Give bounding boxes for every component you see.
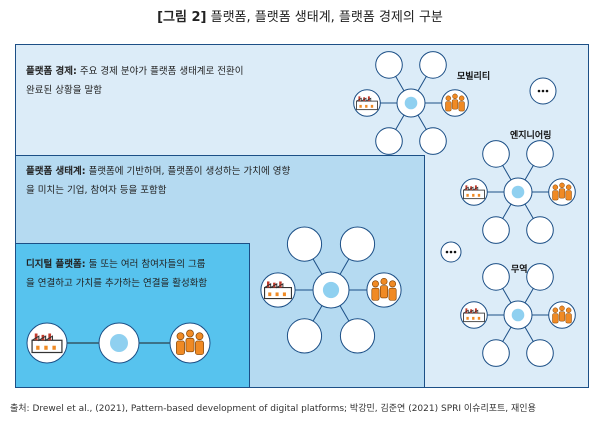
hub-core — [322, 281, 340, 299]
factory-icon — [31, 333, 63, 354]
platform-ecosystem-description: 플랫폼 생태계: 플랫폼에 기반하며, 플랫폼이 생성하는 가치에 영향 을 미… — [26, 162, 290, 200]
factory-icon — [264, 281, 292, 300]
spoke-node — [286, 226, 323, 262]
people-group-icon — [371, 277, 397, 301]
spoke-node — [286, 318, 323, 354]
digital-platform-text-2: 을 연결하고 가치를 추가하는 연결을 활성화함 — [26, 278, 208, 289]
platform-economy-text: 주요 경제 분야가 플랫폼 생태계로 전환이 — [79, 66, 244, 77]
spoke-node — [375, 51, 403, 79]
ellipsis-dot — [445, 250, 449, 254]
digital-platform-label: 디지털 플랫폼: — [26, 259, 86, 270]
spoke-node — [482, 339, 510, 367]
hub-core — [511, 308, 525, 322]
spoke-node — [339, 226, 376, 262]
spoke-node — [526, 263, 554, 291]
hub-core — [511, 185, 525, 199]
ellipsis-dot — [449, 250, 453, 254]
platform-economy-text-2: 완료된 상황을 말함 — [26, 85, 102, 96]
spoke-node — [419, 51, 447, 79]
platform-ecosystem-text-2: 을 미치는 기업, 참여자 등을 포함함 — [26, 185, 167, 196]
ellipsis-dot — [541, 89, 545, 93]
spoke-node — [375, 127, 403, 155]
factory-icon — [463, 308, 485, 323]
digital-platform-box — [15, 243, 250, 388]
platform-ecosystem-label: 플랫폼 생태계: — [26, 166, 86, 177]
hub-core — [404, 96, 418, 110]
spoke-node — [482, 216, 510, 244]
people-group-icon — [552, 305, 572, 324]
ellipsis-dot — [537, 89, 541, 93]
figure-title: [그림 2] 플랫폼, 플랫폼 생태계, 플랫폼 경제의 구분 — [0, 6, 600, 25]
digital-platform-description: 디지털 플랫폼: 둘 또는 여러 참여자들의 그룹 을 연결하고 가치를 추가하… — [26, 255, 207, 293]
ellipsis-dot — [545, 89, 549, 93]
people-group-icon — [176, 329, 204, 355]
spoke-node — [526, 140, 554, 168]
cluster-label-engineering: 엔지니어링 — [510, 129, 551, 141]
factory-icon — [356, 96, 378, 111]
source-note: 출처: Drewel et al., (2021), Pattern-based… — [10, 404, 536, 414]
people-group-icon — [552, 182, 572, 201]
spoke-node — [419, 127, 447, 155]
spoke-node — [526, 339, 554, 367]
spoke-node — [339, 318, 376, 354]
ellipsis-dot — [453, 250, 457, 254]
platform-economy-description: 플랫폼 경제: 주요 경제 분야가 플랫폼 생태계로 전환이 완료된 상황을 말… — [26, 62, 244, 100]
digital-platform-text: 둘 또는 여러 참여자들의 그룹 — [88, 259, 206, 270]
cluster-label-mobility: 모빌리티 — [457, 70, 490, 82]
cluster-label-trade: 무역 — [511, 263, 528, 275]
figure-number: [그림 2] — [157, 10, 207, 25]
people-group-icon — [445, 93, 465, 112]
figure-title-text: 플랫폼, 플랫폼 생태계, 플랫폼 경제의 구분 — [210, 10, 443, 25]
spoke-node — [482, 263, 510, 291]
platform-core — [110, 334, 128, 352]
spoke-node — [526, 216, 554, 244]
platform-economy-label: 플랫폼 경제: — [26, 66, 77, 77]
platform-ecosystem-text: 플랫폼에 기반하며, 플랫폼이 생성하는 가치에 영향 — [88, 166, 291, 177]
factory-icon — [463, 185, 485, 200]
spoke-node — [482, 140, 510, 168]
